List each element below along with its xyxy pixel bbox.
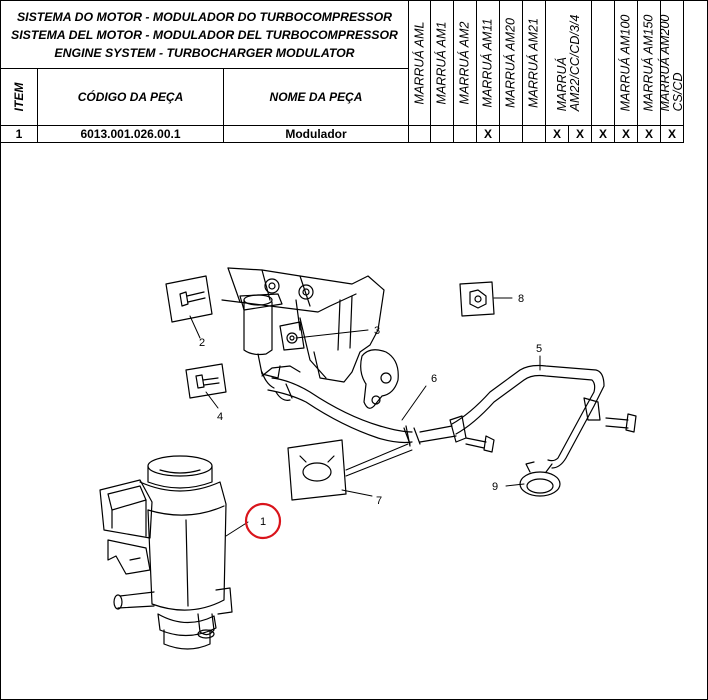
model-header-am11: MARRUÁ AM11 — [476, 0, 500, 126]
callout-5: 5 — [536, 343, 542, 355]
model-header-am2: MARRUÁ AM2 — [453, 0, 477, 126]
model-header-am1: MARRUÁ AM1 — [430, 0, 454, 126]
callout-7: 7 — [376, 495, 382, 507]
modulator-part-1-drawing — [99, 455, 233, 650]
col-code-header: CÓDIGO DA PEÇA — [37, 68, 224, 126]
table-title: SISTEMA DO MOTOR - MODULADOR DO TURBOCOM… — [0, 0, 409, 69]
callout-3: 3 — [374, 325, 380, 337]
mounted-modulator-drawing — [239, 293, 305, 389]
model-header-am22-b — [591, 0, 615, 126]
bolt-pipe-bracket-drawing — [605, 413, 637, 433]
mark-cell: X — [660, 125, 684, 143]
parts-table: SISTEMA DO MOTOR - MODULADOR DO TURBOCOM… — [0, 0, 685, 143]
clamp-part-9-drawing — [519, 461, 561, 497]
leader-lines — [189, 297, 541, 537]
bolt-hose-bracket-drawing — [465, 435, 495, 453]
callout-1: 1 — [260, 516, 266, 528]
bolt-part-4-drawing — [185, 363, 227, 399]
title-en: ENGINE SYSTEM - TURBOCHARGER MODULATOR — [54, 45, 355, 60]
bolt-part-2-drawing — [165, 275, 213, 323]
metal-pipe-drawing — [449, 364, 605, 469]
model-header-aml: MARRUÁ AML — [408, 0, 431, 126]
mark-cell: X — [614, 125, 638, 143]
col-item-header: ITEM — [0, 68, 38, 126]
nut-part-8-drawing — [459, 281, 495, 317]
callout-9: 9 — [492, 481, 498, 493]
highlight-circle — [244, 502, 282, 540]
engine-bracket-drawing — [221, 267, 399, 409]
model-header-am20: MARRUÁ AM20 — [499, 0, 523, 126]
vacuum-hose-drawing — [267, 377, 457, 445]
title-pt: SISTEMA DO MOTOR - MODULADOR DO TURBOCOM… — [16, 9, 393, 24]
model-header-am150: MARRUÁ AM150 — [637, 0, 661, 126]
clamp-part-7-drawing — [275, 383, 411, 501]
callout-4: 4 — [217, 411, 223, 423]
callout-2: 2 — [199, 337, 205, 349]
model-header-am21: MARRUÁ AM21 — [522, 0, 546, 126]
row-code: 6013.001.026.00.1 — [37, 125, 224, 143]
model-header-am100: MARRUÁ AM100 — [614, 0, 638, 126]
exploded-view-diagram: 1 2 3 4 5 6 7 8 9 — [99, 267, 637, 650]
mark-cell: X — [568, 125, 592, 143]
mark-cell: X — [476, 125, 500, 143]
table-row: 1 6013.001.026.00.1 Modulador X X X X X … — [0, 125, 684, 143]
callout-8: 8 — [518, 293, 524, 305]
title-es: SISTEMA DEL MOTOR - MODULADOR DEL TURBOC… — [11, 27, 398, 42]
row-name: Modulador — [223, 125, 409, 143]
callout-6: 6 — [431, 373, 437, 385]
col-name-header: NOME DA PEÇA — [223, 68, 409, 126]
